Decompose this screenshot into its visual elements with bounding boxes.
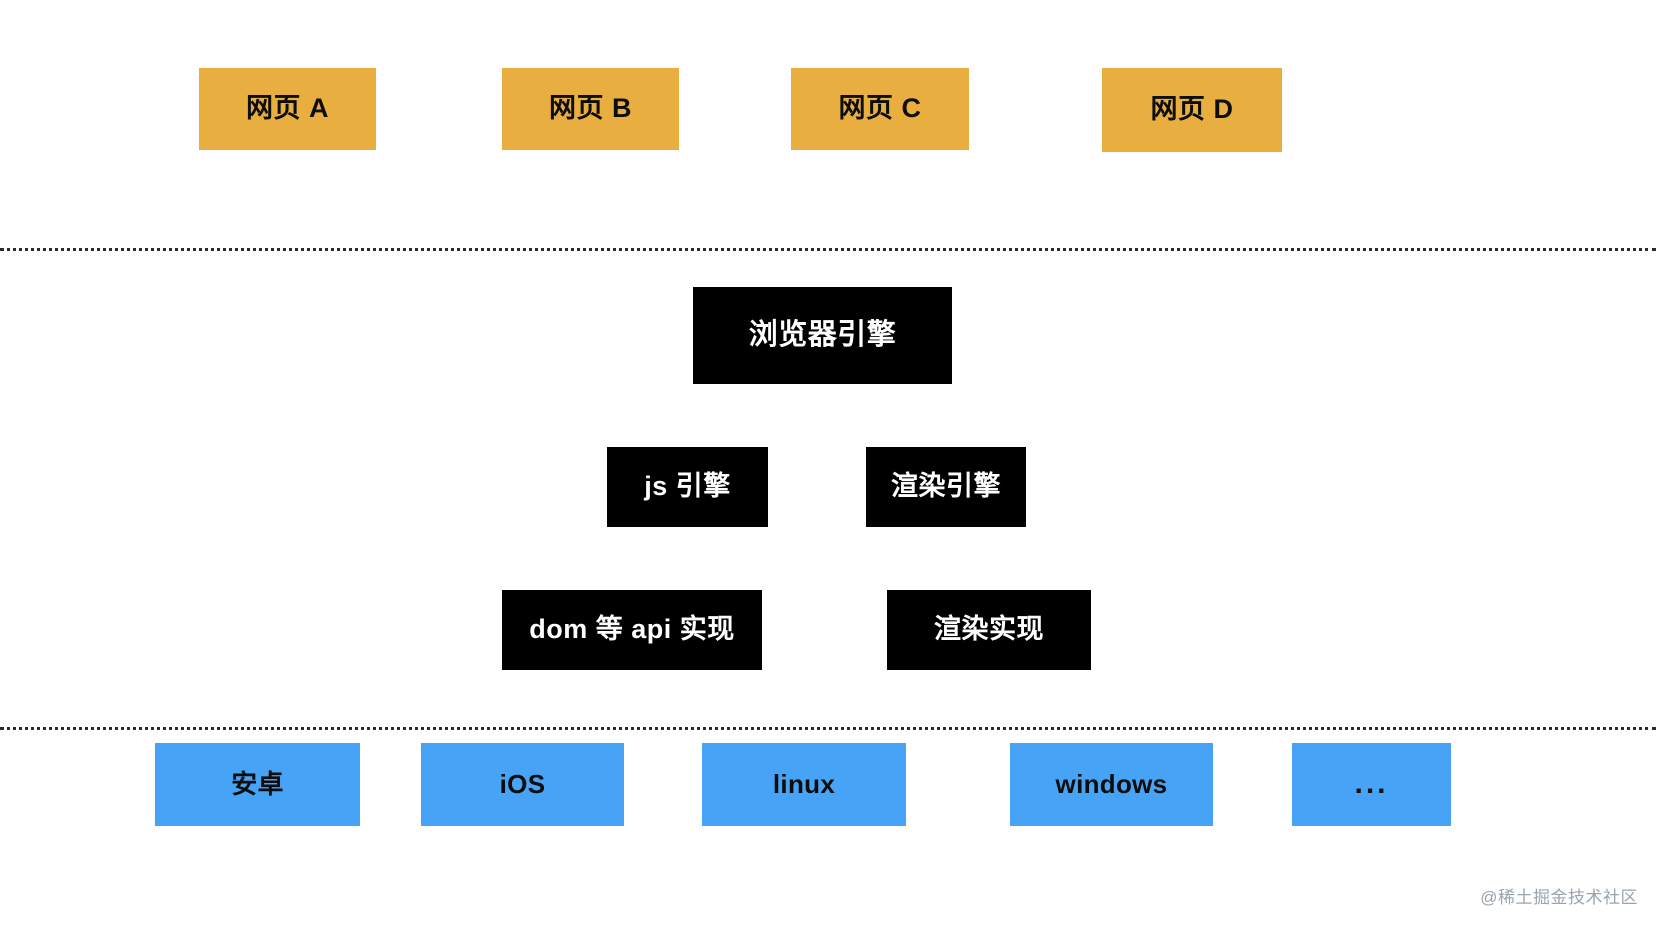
render-impl-box[interactable]: 渲染实现 bbox=[887, 590, 1091, 670]
browser-engine-label: 浏览器引擎 bbox=[748, 318, 897, 351]
os-box-windows-label: windows bbox=[1055, 768, 1168, 799]
page-box-a-label: 网页 A bbox=[246, 93, 329, 124]
os-box-more-label: ... bbox=[1354, 767, 1389, 801]
divider-engine-os bbox=[0, 727, 1656, 730]
page-box-d-label: 网页 D bbox=[1150, 94, 1234, 125]
js-engine-box[interactable]: js 引擎 bbox=[607, 447, 768, 527]
os-box-ios-label: iOS bbox=[499, 768, 546, 799]
page-box-a[interactable]: 网页 A bbox=[199, 68, 376, 150]
divider-pages-engine bbox=[0, 248, 1656, 251]
page-box-d[interactable]: 网页 D bbox=[1102, 68, 1282, 152]
render-engine-label: 渲染引擎 bbox=[891, 471, 1001, 502]
os-box-linux[interactable]: linux bbox=[702, 743, 906, 826]
browser-engine-box[interactable]: 浏览器引擎 bbox=[693, 287, 952, 384]
render-impl-label: 渲染实现 bbox=[934, 614, 1044, 645]
os-box-ios[interactable]: iOS bbox=[421, 743, 624, 826]
os-box-linux-label: linux bbox=[772, 768, 836, 799]
page-box-c-label: 网页 C bbox=[838, 93, 922, 124]
page-box-b[interactable]: 网页 B bbox=[502, 68, 679, 150]
dom-api-impl-box[interactable]: dom 等 api 实现 bbox=[502, 590, 762, 670]
dom-api-impl-label: dom 等 api 实现 bbox=[529, 614, 735, 645]
page-box-c[interactable]: 网页 C bbox=[791, 68, 969, 150]
os-box-android-label: 安卓 bbox=[231, 768, 284, 799]
page-box-b-label: 网页 B bbox=[549, 93, 632, 124]
os-box-more[interactable]: ... bbox=[1292, 743, 1451, 826]
render-engine-box[interactable]: 渲染引擎 bbox=[866, 447, 1026, 527]
os-box-android[interactable]: 安卓 bbox=[155, 743, 360, 826]
watermark: @稀土掘金技术社区 bbox=[1480, 888, 1638, 907]
js-engine-label: js 引擎 bbox=[644, 471, 731, 502]
os-box-windows[interactable]: windows bbox=[1010, 743, 1213, 826]
